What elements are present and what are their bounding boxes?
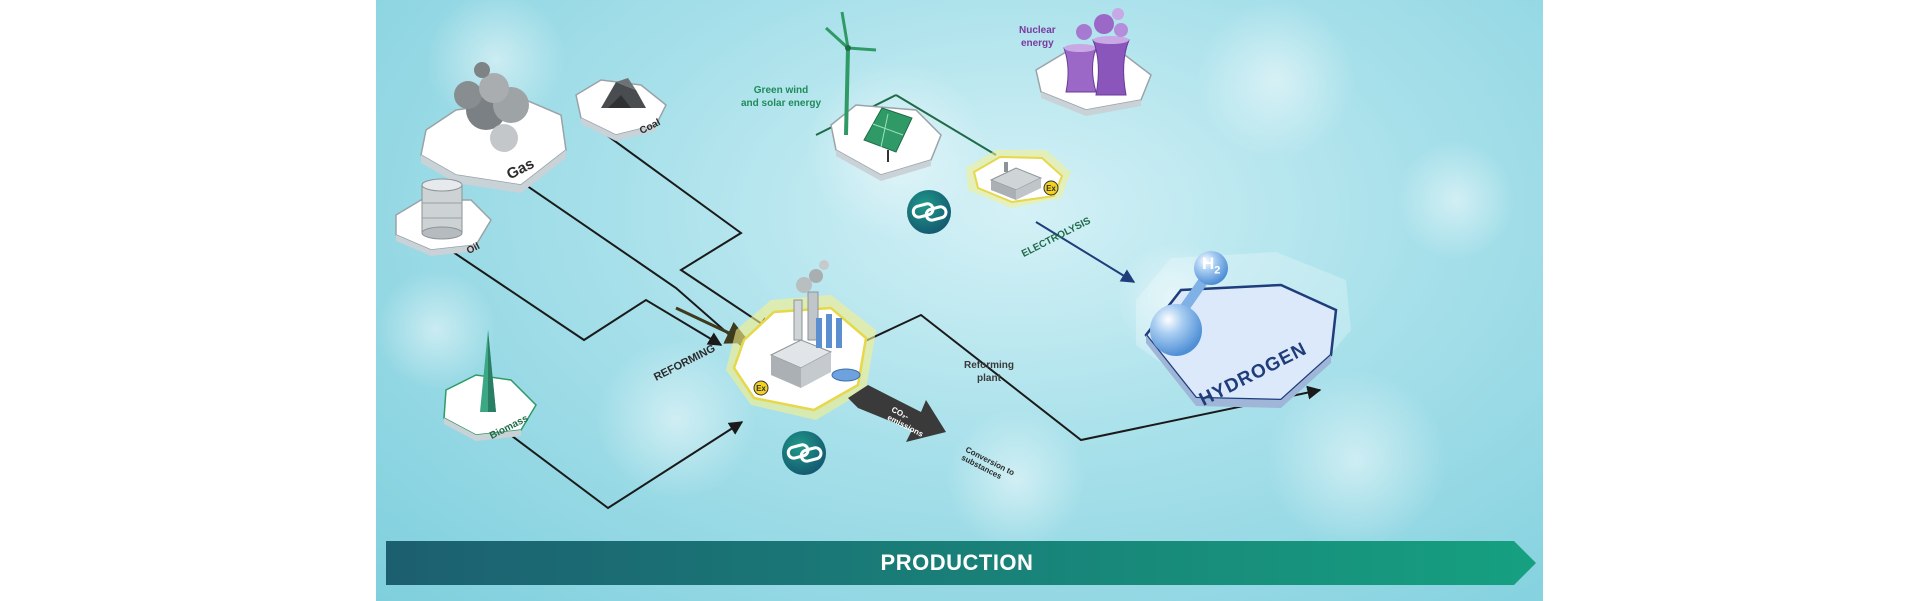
reforming-plant-icon	[769, 260, 861, 388]
svg-text:Ex: Ex	[1046, 184, 1056, 193]
reforming-to-hydrogen-line	[845, 313, 1322, 442]
green-energy-source	[824, 11, 942, 181]
nuclear-energy-label: Nuclear energy	[1019, 25, 1056, 49]
hazard-badge-icon: Ex	[1043, 180, 1059, 196]
cooling-towers-icon	[1063, 8, 1130, 96]
biomass-tree-icon	[480, 330, 496, 412]
coal-flow-line	[585, 119, 773, 331]
production-label: PRODUCTION	[880, 550, 1034, 575]
reforming-chain-link-badge	[782, 431, 826, 475]
electrolysis-plant-icon	[989, 162, 1043, 200]
reforming-hazard-badge-icon: Ex	[753, 380, 769, 396]
electrolysis-chain-link-badge	[907, 190, 951, 234]
chain-link-icon	[911, 202, 948, 222]
nuclear-source	[1035, 8, 1152, 116]
reforming-chain-link-icon	[786, 443, 823, 463]
h2-symbol: H	[1202, 254, 1215, 273]
coal-source	[575, 78, 667, 141]
electrolysis-plant: Ex	[966, 150, 1071, 208]
nuclear-link-line	[895, 94, 997, 156]
reforming-plant-label: Reforming plant	[964, 360, 1014, 384]
solar-panel-icon	[863, 107, 913, 162]
h2-molecule-icon	[1150, 251, 1228, 356]
background-bokeh	[376, 0, 1516, 550]
svg-text:Ex: Ex	[756, 384, 766, 393]
oil-barrel-icon	[421, 178, 463, 240]
gas-flow-line	[500, 167, 742, 346]
oil-flow-line	[449, 249, 723, 346]
h2-subscript: 2	[1214, 264, 1221, 277]
diagram-canvas: Ex	[376, 0, 1536, 585]
green-wind-solar-label: Green wind and solar energy	[741, 85, 822, 109]
hydrogen-target	[1136, 251, 1351, 408]
biomass-source	[443, 330, 537, 441]
coal-pile-icon	[601, 78, 646, 108]
gas-cloud-icon	[454, 62, 529, 152]
reforming-plant: Ex	[726, 260, 876, 420]
h2-symbol-label: H2	[1202, 254, 1220, 276]
electrolysis-to-hydrogen-arrow	[1035, 221, 1136, 283]
hydrogen-production-diagram: Ex	[376, 0, 1543, 601]
biomass-flow-line	[503, 421, 744, 510]
production-bar: PRODUCTION	[386, 541, 1528, 585]
co2-emissions-arrow	[848, 385, 946, 442]
production-arrow	[386, 541, 1536, 585]
flow-lines	[449, 94, 1322, 510]
wind-turbine-icon	[824, 11, 877, 136]
oil-source	[395, 178, 492, 256]
